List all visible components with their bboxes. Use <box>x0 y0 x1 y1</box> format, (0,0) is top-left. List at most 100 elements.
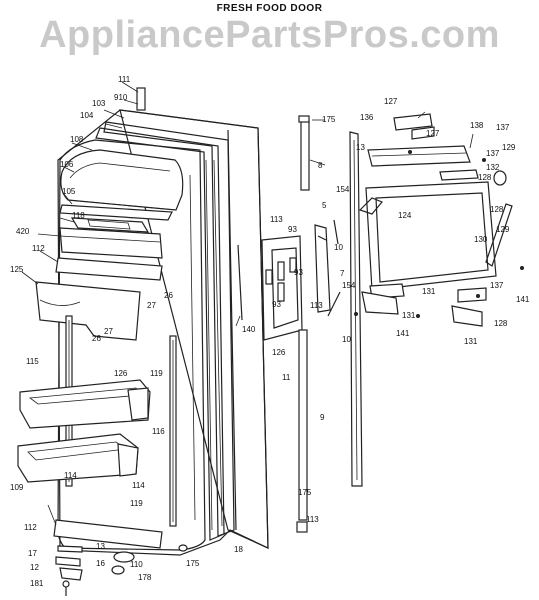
callout-label: 141 <box>396 329 410 338</box>
callout-label: 13 <box>356 143 365 152</box>
callout-label: 124 <box>398 211 412 220</box>
callout-label: 130 <box>474 235 488 244</box>
callout-label: 13 <box>96 542 105 551</box>
callout-label: 5 <box>322 201 327 210</box>
screw <box>476 294 480 298</box>
callout-label: 104 <box>80 111 94 120</box>
door-handle <box>136 87 146 111</box>
callout-label: 9 <box>320 413 325 422</box>
callout-label: 16 <box>96 559 105 568</box>
callout-label: 137 <box>490 281 504 290</box>
callout-label: 93 <box>272 300 281 309</box>
shelf-trim-lower <box>53 519 163 549</box>
callout-label: 128 <box>494 319 508 328</box>
callout-label: 126 <box>114 369 128 378</box>
callout-label: 127 <box>426 129 440 138</box>
callout-label: 113 <box>306 515 319 524</box>
center-frame <box>261 235 303 341</box>
screw <box>482 158 486 162</box>
callout-label: 128 <box>490 205 504 214</box>
screw <box>416 314 420 318</box>
callout-label: 138 <box>470 121 484 130</box>
callout-label: 118 <box>72 211 85 220</box>
callout-label: 113 <box>310 301 323 310</box>
shelf-trim <box>59 204 173 221</box>
callout-label: 175 <box>298 488 312 497</box>
callout-label: 10 <box>342 335 351 344</box>
callout-label: 27 <box>104 327 113 336</box>
callout-label: 115 <box>26 357 39 366</box>
callout-label: 108 <box>70 135 84 144</box>
door-bin-upper <box>19 379 151 429</box>
callout-label: 11 <box>282 373 291 382</box>
callout-label: 18 <box>234 545 243 554</box>
callout-label: 109 <box>10 483 24 492</box>
callout-label: 128 <box>478 173 492 182</box>
dairy-bin <box>59 227 163 259</box>
callout-label: 119 <box>130 499 143 508</box>
butter-compartment <box>70 217 150 233</box>
callout-label: 131 <box>422 287 436 296</box>
breaker-strip <box>237 244 243 321</box>
callout-label: 129 <box>502 143 516 152</box>
hinge-knob <box>493 170 507 186</box>
callout-label: 136 <box>360 113 374 122</box>
callout-label: 154 <box>336 185 350 194</box>
callout-label: 154 <box>342 281 356 290</box>
callout-label: 141 <box>516 295 530 304</box>
callout-label: 137 <box>486 149 500 158</box>
callout-label: 181 <box>30 579 44 588</box>
callout-label: 113 <box>270 215 283 224</box>
bracket-right <box>451 287 487 327</box>
long-gasket <box>349 131 363 487</box>
callout-label: 106 <box>60 160 74 169</box>
callout-label: 93 <box>288 225 297 234</box>
trim-strip-long <box>296 329 308 533</box>
callout-label: 12 <box>30 563 39 572</box>
top-rail <box>367 145 471 167</box>
hinge-arm-left <box>358 197 383 215</box>
bracket-left <box>361 283 405 315</box>
callout-label: 126 <box>272 348 286 357</box>
callout-label: 116 <box>152 427 165 436</box>
hinge-hardware <box>55 544 188 596</box>
shelf-support-right <box>169 335 177 527</box>
callout-label: 910 <box>114 93 128 102</box>
watermark: AppliancePartsPros.com <box>39 14 500 56</box>
callout-label: 131 <box>464 337 478 346</box>
callout-label: 131 <box>402 311 416 320</box>
callout-label: 178 <box>138 573 152 582</box>
callout-label: 112 <box>32 244 45 253</box>
door-bin-lower <box>17 433 139 483</box>
callout-label: 175 <box>186 559 200 568</box>
callout-label: 93 <box>294 268 303 277</box>
callout-label: 114 <box>64 471 77 480</box>
panel-plate <box>35 281 141 341</box>
leader-lines <box>21 81 474 526</box>
callout-label: 10 <box>334 243 343 252</box>
callout-label: 111 <box>118 75 131 84</box>
callout-label: 127 <box>384 97 398 106</box>
rail-cap <box>393 113 435 140</box>
callout-label: 105 <box>62 187 76 196</box>
callout-label: 103 <box>92 99 106 108</box>
dairy-compartment-door <box>60 149 184 211</box>
trim-bracket <box>314 224 331 313</box>
hinge-arm-right <box>485 203 513 267</box>
callout-label: 26 <box>164 291 173 300</box>
callout-label: 132 <box>486 163 500 172</box>
callout-label: 140 <box>242 325 256 334</box>
callout-label: 17 <box>28 549 37 558</box>
rod-lower <box>327 291 341 317</box>
callout-label: 27 <box>147 301 156 310</box>
callout-label: 137 <box>496 123 510 132</box>
door-liner <box>57 139 206 551</box>
callout-label: 114 <box>132 481 145 490</box>
callout-label: 26 <box>92 334 101 343</box>
guide-137 <box>439 169 479 181</box>
callout-label: 175 <box>322 115 336 124</box>
tilt-out-frame <box>365 181 497 301</box>
diagram-title: FRESH FOOD DOOR <box>216 3 323 14</box>
callout-label: 420 <box>16 227 30 236</box>
